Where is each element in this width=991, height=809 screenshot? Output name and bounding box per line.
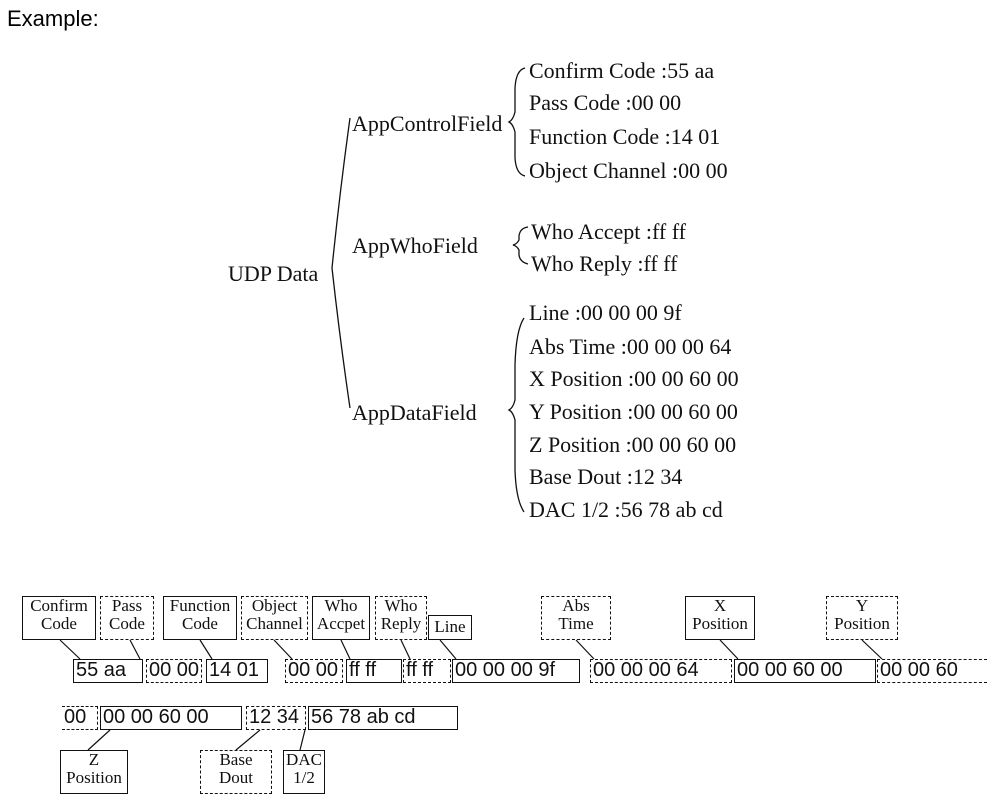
tree-braces: [331, 67, 529, 513]
hex-abs-time: 00 00 00 64: [590, 659, 732, 683]
hex-object-channel: 00 00: [285, 659, 343, 683]
field-item: Base Dout :12 34: [529, 464, 683, 489]
field-item: Who Accept :ff ff: [531, 219, 686, 244]
field-item: X Position :00 00 60 00: [529, 366, 739, 391]
field-item: Abs Time :00 00 00 64: [529, 334, 732, 359]
label-line: Line: [428, 615, 472, 640]
field-item: Y Position :00 00 60 00: [529, 399, 738, 424]
field-item: Line :00 00 00 9f: [529, 300, 682, 325]
intro-text: Example:: [7, 6, 99, 31]
field-item: DAC 1/2 :56 78 ab cd: [529, 497, 723, 522]
hex-who-reply: ff ff: [403, 659, 451, 683]
field-item: Confirm Code :55 aa: [529, 58, 715, 83]
root-label: UDP Data: [228, 261, 319, 286]
field-item: Who Reply :ff ff: [531, 251, 678, 276]
field-item: Pass Code :00 00: [529, 90, 682, 115]
hex-who-accept: ff ff: [346, 659, 402, 683]
hex-base-dout: 12 34: [246, 706, 306, 730]
hex-line: 00 00 00 9f: [452, 659, 580, 683]
udp-data-tree: UDP Data AppControlField AppWhoField App…: [228, 58, 739, 522]
field-item: Object Channel :00 00: [529, 158, 728, 183]
hex-z-position: 00 00 60 00: [100, 706, 242, 730]
hex-pass-code: 00 00: [146, 659, 202, 683]
hex-x-position: 00 00 60 00: [734, 659, 876, 683]
hex-y-position-part1: 00 00 60: [877, 659, 987, 683]
connector-lines: [59, 639, 883, 751]
group-label-who: AppWhoField: [352, 233, 478, 258]
group-label-data: AppDataField: [352, 400, 477, 425]
hex-y-position-part2: 00: [62, 706, 98, 730]
hex-confirm-code: 55 aa: [73, 659, 143, 683]
group-label-control: AppControlField: [352, 111, 503, 136]
field-item: Z Position :00 00 60 00: [529, 432, 737, 457]
hex-dac: 56 78 ab cd: [308, 706, 458, 730]
field-item: Function Code :14 01: [529, 124, 721, 149]
hex-function-code: 14 01: [206, 659, 268, 683]
